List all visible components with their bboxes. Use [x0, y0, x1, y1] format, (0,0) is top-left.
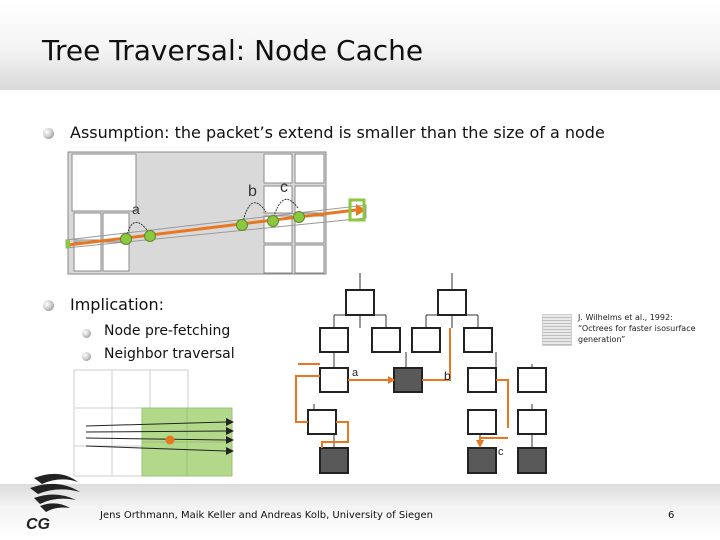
- neighbor-grid-figure: [73, 369, 234, 477]
- implication-label: Implication:: [70, 295, 164, 314]
- reference-line-2: “Octrees for faster isosurface: [578, 324, 696, 333]
- sub-bullet-neighbor: Neighbor traversal: [104, 346, 235, 362]
- assumption-text: the packet’s extend is smaller than the …: [169, 123, 605, 142]
- assumption-line: Assumption: the packet’s extend is small…: [70, 123, 605, 142]
- footer-band: [0, 484, 720, 540]
- reference-line-1: J. Wilhelms et al., 1992:: [578, 313, 673, 322]
- logo-text: CG: [26, 516, 50, 533]
- sub-bullet-prefetching: Node pre-fetching: [104, 323, 231, 339]
- bullet-assumption: [43, 128, 54, 139]
- tree-figure: a b c: [295, 273, 547, 474]
- reference-thumbnail: [542, 314, 572, 346]
- quadtree-label-c: c: [280, 179, 288, 196]
- bullet-implication: [43, 300, 54, 311]
- tree-label-b: b: [444, 369, 451, 383]
- title-band: [0, 0, 720, 90]
- bullet-sub-2: [82, 352, 91, 361]
- page-number: 6: [668, 510, 675, 521]
- reference-citation: J. Wilhelms et al., 1992: “Octrees for f…: [578, 312, 698, 345]
- tree-label-a: a: [352, 367, 359, 379]
- slide-title: Tree Traversal: Node Cache: [42, 34, 424, 67]
- reference-line-3: generation”: [578, 335, 626, 344]
- quadtree-label-a: a: [132, 201, 140, 217]
- quadtree-label-b: b: [248, 183, 257, 200]
- bullet-sub-1: [82, 329, 91, 338]
- tree-label-c: c: [498, 446, 504, 458]
- assumption-label: Assumption:: [70, 123, 170, 142]
- footer-authors: Jens Orthmann, Maik Keller and Andreas K…: [100, 510, 433, 521]
- quadtree-figure: a b c: [65, 151, 367, 275]
- cg-logo: CG: [26, 473, 80, 533]
